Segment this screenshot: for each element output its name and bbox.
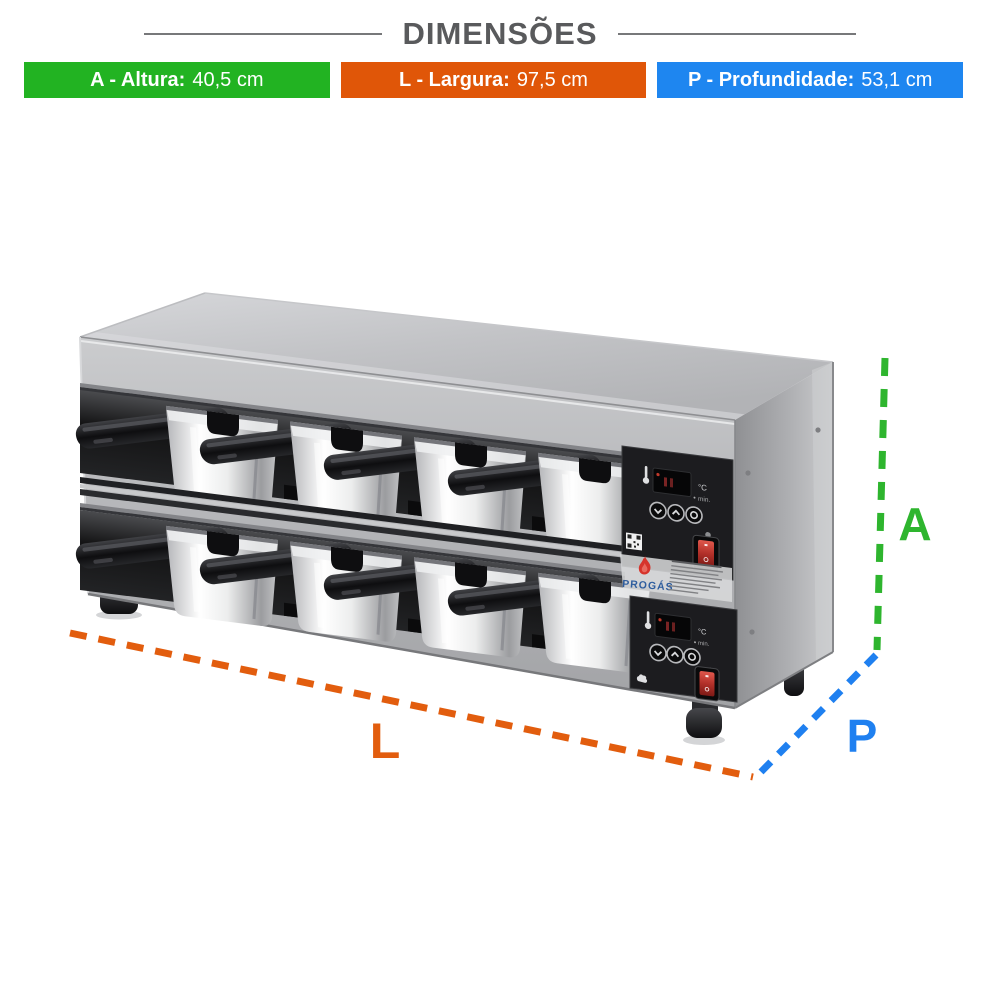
- temp-unit-label: °C: [698, 483, 707, 493]
- header: DIMENSÕES: [0, 14, 1000, 54]
- dimension-bar-height: A - Altura: 40,5 cm: [24, 62, 330, 98]
- side-screw: [745, 470, 751, 476]
- height-dimension-line: [873, 357, 889, 651]
- width-value: 97,5 cm: [516, 68, 588, 91]
- width-dimension-line: [69, 629, 754, 781]
- machine-top-face: [80, 293, 833, 420]
- depth-label: P - Profundidade:: [687, 68, 855, 91]
- dimension-bars: A - Altura: 40,5 cm L - Largura: 97,5 cm…: [24, 62, 964, 98]
- control-panel-lower: °C min.: [629, 595, 738, 703]
- slide-rail: [80, 477, 625, 552]
- width-letter: L: [370, 713, 401, 769]
- foot-front-right: [686, 708, 722, 738]
- timer-unit-label: min.: [698, 641, 710, 648]
- machine-side-face: [735, 362, 833, 708]
- progas-logo: PROGÁS: [622, 556, 674, 594]
- height-value: 40,5 cm: [192, 68, 264, 91]
- dimension-bar-width: L - Largura: 97,5 cm: [340, 62, 647, 98]
- depth-letter: P: [847, 710, 878, 762]
- height-letter: A: [898, 498, 931, 550]
- power-switch: [692, 534, 720, 573]
- slide-rail: [80, 489, 625, 564]
- brand-name: PROGÁS: [622, 577, 674, 594]
- brand-label-band: PROGÁS: [620, 554, 732, 602]
- width-label: L - Largura:: [399, 68, 510, 91]
- depth-value: 53,1 cm: [861, 68, 933, 91]
- instruction-fine-print: [668, 560, 724, 594]
- page-title: DIMENSÕES: [402, 16, 598, 51]
- side-screw: [749, 629, 755, 635]
- timer-unit-label: min.: [698, 496, 710, 505]
- steam-icon: [636, 674, 648, 683]
- control-panel-upper: °C min.: [621, 445, 734, 581]
- dimension-bar-depth: P - Profundidade: 53,1 cm: [657, 62, 964, 98]
- qr-sticker: [626, 532, 642, 551]
- height-label: A - Altura:: [90, 68, 186, 91]
- title-rule-right: [617, 33, 856, 35]
- side-screw: [815, 427, 821, 433]
- depth-dimension-line: [754, 652, 879, 779]
- machine-body: °C min.: [73, 292, 834, 710]
- power-switch: [694, 666, 720, 702]
- dimension-annotations: A L P: [69, 357, 932, 781]
- temp-unit-label: °C: [698, 627, 707, 637]
- drawer-area: [73, 383, 650, 675]
- title-rule-left: [144, 33, 383, 35]
